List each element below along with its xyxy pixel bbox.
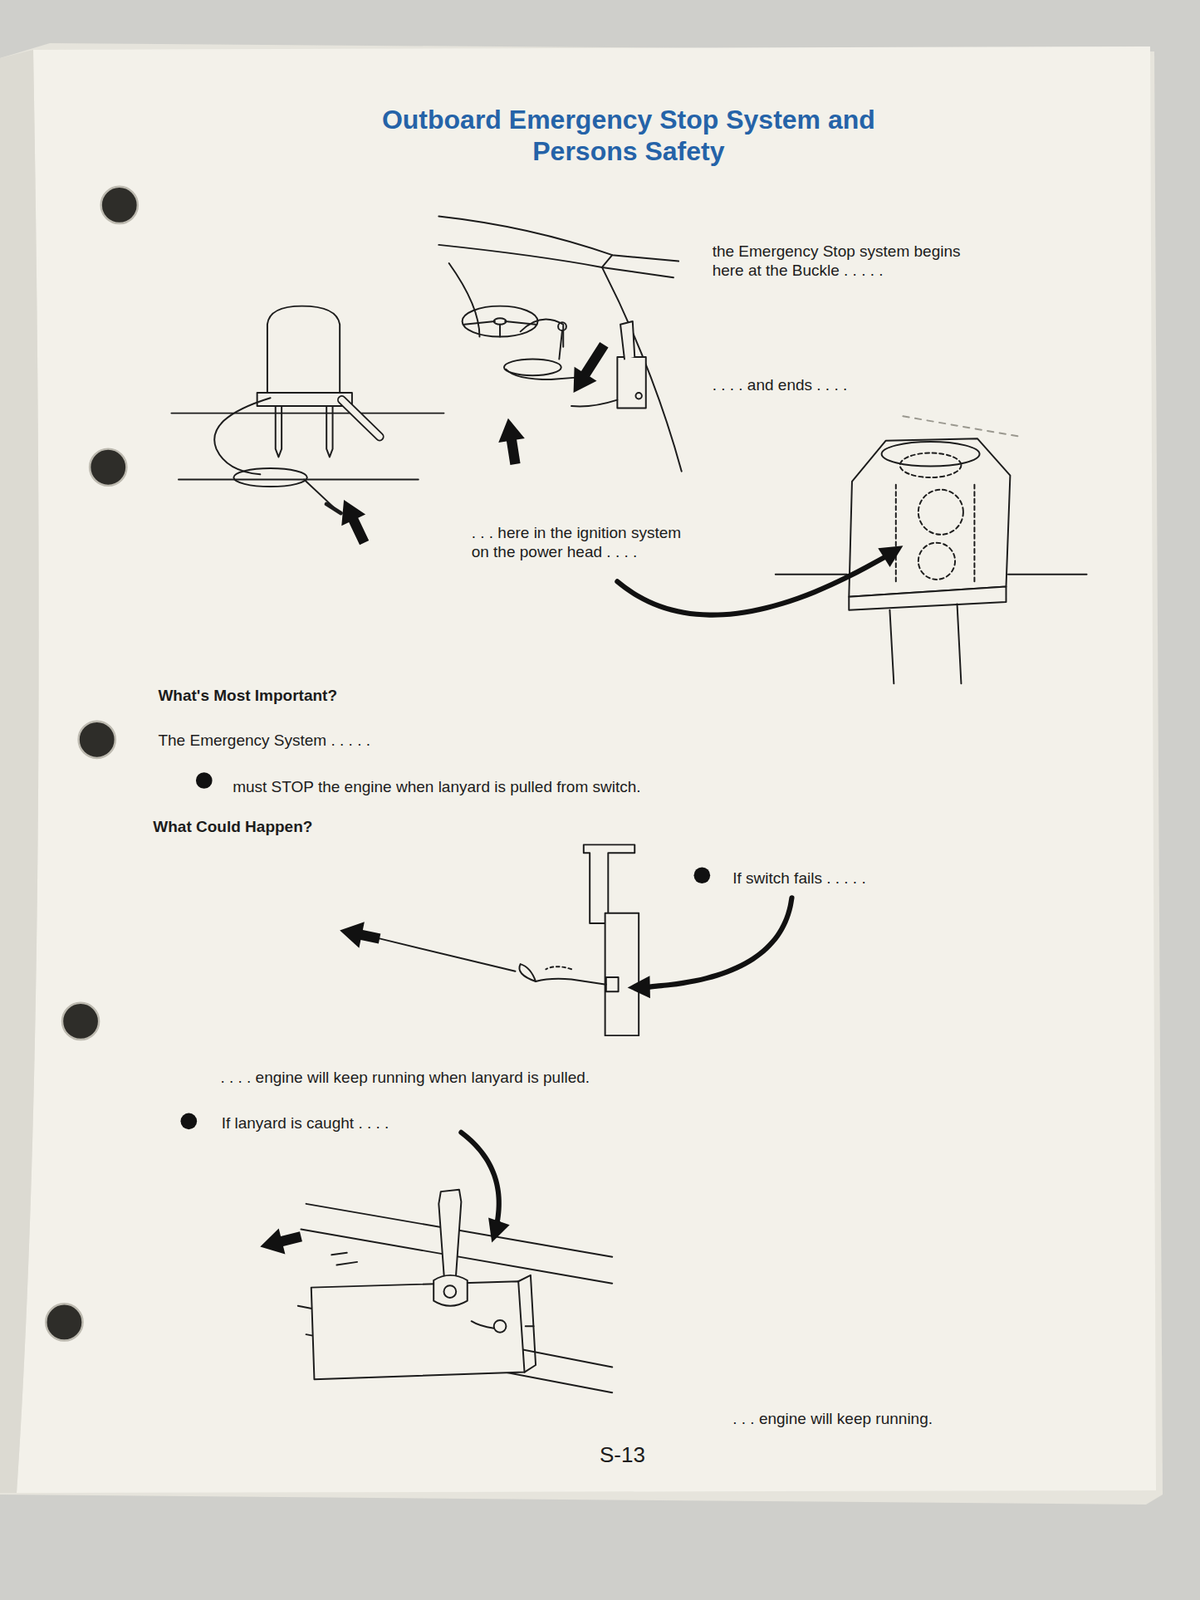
page-curl <box>0 49 40 1494</box>
bullet-dot <box>180 1113 197 1131</box>
page <box>16 46 1156 1494</box>
section-heading: What Could Happen? <box>152 817 313 837</box>
page-number: S-13 <box>599 1442 646 1468</box>
caption-text: must STOP the engine when lanyard is pul… <box>232 777 641 797</box>
block-arrow <box>339 921 381 948</box>
stop-switch <box>379 844 639 1036</box>
page-stack <box>0 43 1163 1505</box>
page-title: Outboard Emergency Stop System and Perso… <box>354 103 903 167</box>
caption-text: If lanyard is caught . . . . <box>221 1113 390 1133</box>
block-arrow <box>498 418 525 466</box>
bullet-dot <box>694 866 711 884</box>
caption-text: . . . . engine will keep running when la… <box>220 1067 590 1088</box>
curved-arrow <box>617 556 886 615</box>
boat-dashboard <box>438 215 681 471</box>
block-arrow <box>573 342 609 393</box>
power-head <box>775 416 1088 684</box>
curved-arrow <box>647 897 792 988</box>
drawing <box>45 186 1087 1393</box>
pointer-arrows <box>180 342 903 1254</box>
tiller-engine <box>171 306 444 514</box>
caption-text: the Emergency Stop system begins here at… <box>712 241 991 280</box>
caption-text: . . . here in the ignition system on the… <box>471 523 684 562</box>
arrow-head <box>877 545 903 568</box>
caption-text: . . . . and ends . . . . <box>712 375 848 395</box>
section-heading: What's Most Important? <box>157 685 338 706</box>
binder-holes <box>45 186 138 1342</box>
control-box <box>298 1190 613 1394</box>
arrow-head <box>627 975 651 999</box>
caption-text: The Emergency System . . . . . <box>157 730 371 750</box>
arrow-head <box>488 1218 510 1244</box>
block-arrow <box>341 499 369 545</box>
curved-arrow <box>460 1132 499 1230</box>
caption-text: If switch fails . . . . . <box>732 868 866 888</box>
caption-text: . . . engine will keep running. <box>732 1409 933 1429</box>
block-arrow <box>259 1228 303 1254</box>
bullet-dot <box>195 772 213 789</box>
